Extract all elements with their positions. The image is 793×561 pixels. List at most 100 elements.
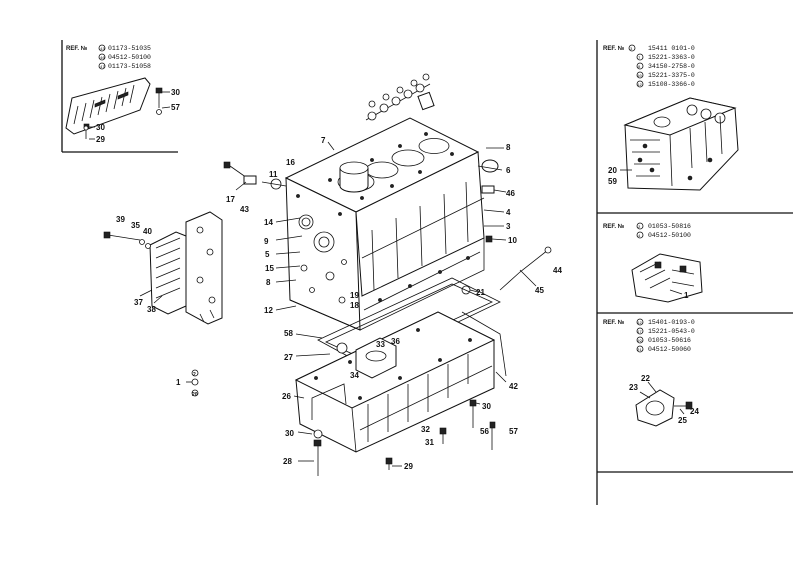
callout: 30 <box>171 88 180 97</box>
part-number: 15221-3363-0 <box>648 54 695 61</box>
part-number: 01053-50816 <box>648 223 691 230</box>
callout: 35 <box>131 221 140 230</box>
part-number: 15221-3375-0 <box>648 72 695 79</box>
callout: 20 <box>192 392 198 398</box>
callout: 28 <box>283 457 292 466</box>
ref-box-mid-right: REF. № 2 01053-50816 4 04512-50100 <box>603 222 691 239</box>
svg-text:2: 2 <box>638 226 641 230</box>
svg-text:43: 43 <box>100 48 105 52</box>
svg-text:12: 12 <box>637 84 642 88</box>
svg-text:19: 19 <box>637 340 642 344</box>
callout: 27 <box>284 353 293 362</box>
svg-text:10: 10 <box>637 75 642 79</box>
callout: 46 <box>506 189 515 198</box>
callout: 26 <box>282 392 291 401</box>
callout: 16 <box>286 158 295 167</box>
callout: 2 <box>193 372 196 378</box>
callout: 30 <box>285 429 294 438</box>
callout: 30 <box>96 123 105 132</box>
callout: 22 <box>641 374 650 383</box>
part-number: 01173-51035 <box>108 45 151 52</box>
callout: 20 <box>608 166 617 175</box>
callout: 7 <box>321 136 326 145</box>
part-number: 15108-3366-0 <box>648 81 695 88</box>
svg-text:REF. №: REF. № <box>603 319 625 326</box>
inset-flange-detail: 23 22 24 25 <box>629 374 699 427</box>
callout: 45 <box>535 286 544 295</box>
inset-bracket-detail: 1 <box>631 253 703 303</box>
part-number: 15411 0101-0 <box>648 45 695 52</box>
svg-text:8: 8 <box>638 66 641 70</box>
callout: 14 <box>264 218 273 227</box>
callout: 32 <box>421 425 430 434</box>
oil-cooler-assembly: 39 35 40 37 38 <box>103 211 223 325</box>
crankcase-block <box>284 117 485 331</box>
callout: 33 <box>376 340 385 349</box>
callout: 24 <box>690 407 699 416</box>
callout: 5 <box>265 250 270 259</box>
tappet-set <box>365 73 435 121</box>
svg-text:46: 46 <box>100 57 105 61</box>
callout: 39 <box>116 215 125 224</box>
part-number: 04512-50100 <box>108 54 151 61</box>
part-number: 04512-50100 <box>648 232 691 239</box>
svg-text:17: 17 <box>637 331 642 335</box>
callout: 57 <box>171 103 180 112</box>
callout: 15 <box>265 264 274 273</box>
callout: 8 <box>506 143 511 152</box>
callout: 29 <box>404 462 413 471</box>
callout: 36 <box>391 337 400 346</box>
callout: 58 <box>284 329 293 338</box>
svg-text:REF. №: REF. № <box>603 223 625 230</box>
callout: 9 <box>264 237 269 246</box>
callout: 43 <box>240 205 249 214</box>
callout: 57 <box>509 427 518 436</box>
block-callouts: 17 43 11 16 7 8 6 46 4 3 10 14 9 5 15 8 … <box>226 136 562 315</box>
svg-text:12: 12 <box>637 322 642 326</box>
callout: 37 <box>134 298 143 307</box>
ref-title: REF. № <box>66 45 88 52</box>
callout: 17 <box>226 195 235 204</box>
callout: 6 <box>506 166 511 175</box>
part-number: 04512-50060 <box>648 346 691 353</box>
callout: 12 <box>264 306 273 315</box>
svg-text:21: 21 <box>637 349 642 353</box>
callout: 19 <box>350 291 359 300</box>
callout: 44 <box>553 266 562 275</box>
svg-text:47: 47 <box>100 66 105 70</box>
part-number: 15221-0543-0 <box>648 328 695 335</box>
callout: 8 <box>266 278 271 287</box>
callout: 56 <box>480 427 489 436</box>
callout: 23 <box>629 383 638 392</box>
callout: 38 <box>147 305 156 314</box>
frame-lines <box>61 40 793 505</box>
small-fitting-group: 2 1 20 <box>176 369 199 398</box>
svg-text:4: 4 <box>638 235 641 239</box>
part-number: 01053-50616 <box>648 337 691 344</box>
callout: 10 <box>508 236 517 245</box>
inset-bolt-detail: 30 57 30 29 <box>65 77 180 144</box>
callout: 11 <box>269 170 278 179</box>
callout: 31 <box>425 438 434 447</box>
part-number: 01173-51058 <box>108 63 151 70</box>
block-fittings <box>223 147 552 295</box>
inset-engine-block: 20 59 <box>608 97 739 191</box>
callout: 30 <box>482 402 491 411</box>
ref-box-top-left: REF. № 43 01173-51035 46 04512-50100 47 … <box>66 44 151 70</box>
callout: 1 <box>176 378 181 387</box>
svg-text:3: 3 <box>630 48 633 52</box>
callout: 1 <box>684 291 689 300</box>
part-number: 34150-2758-0 <box>648 63 695 70</box>
callout: 40 <box>143 227 152 236</box>
callout: 29 <box>96 135 105 144</box>
callout: 18 <box>350 301 359 310</box>
part-number: 15401-0193-0 <box>648 319 695 326</box>
callout: 42 <box>509 382 518 391</box>
callout: 25 <box>678 416 687 425</box>
ref-box-bottom-right: REF. № 12 15401-0193-0 17 15221-0543-0 1… <box>603 318 695 353</box>
callout: 34 <box>350 371 359 380</box>
callout: 4 <box>506 208 511 217</box>
callout: 59 <box>608 177 617 186</box>
ref-box-top-right: REF. № 3 15411 0101-0 7 15221-3363-0 8 3… <box>603 44 695 88</box>
